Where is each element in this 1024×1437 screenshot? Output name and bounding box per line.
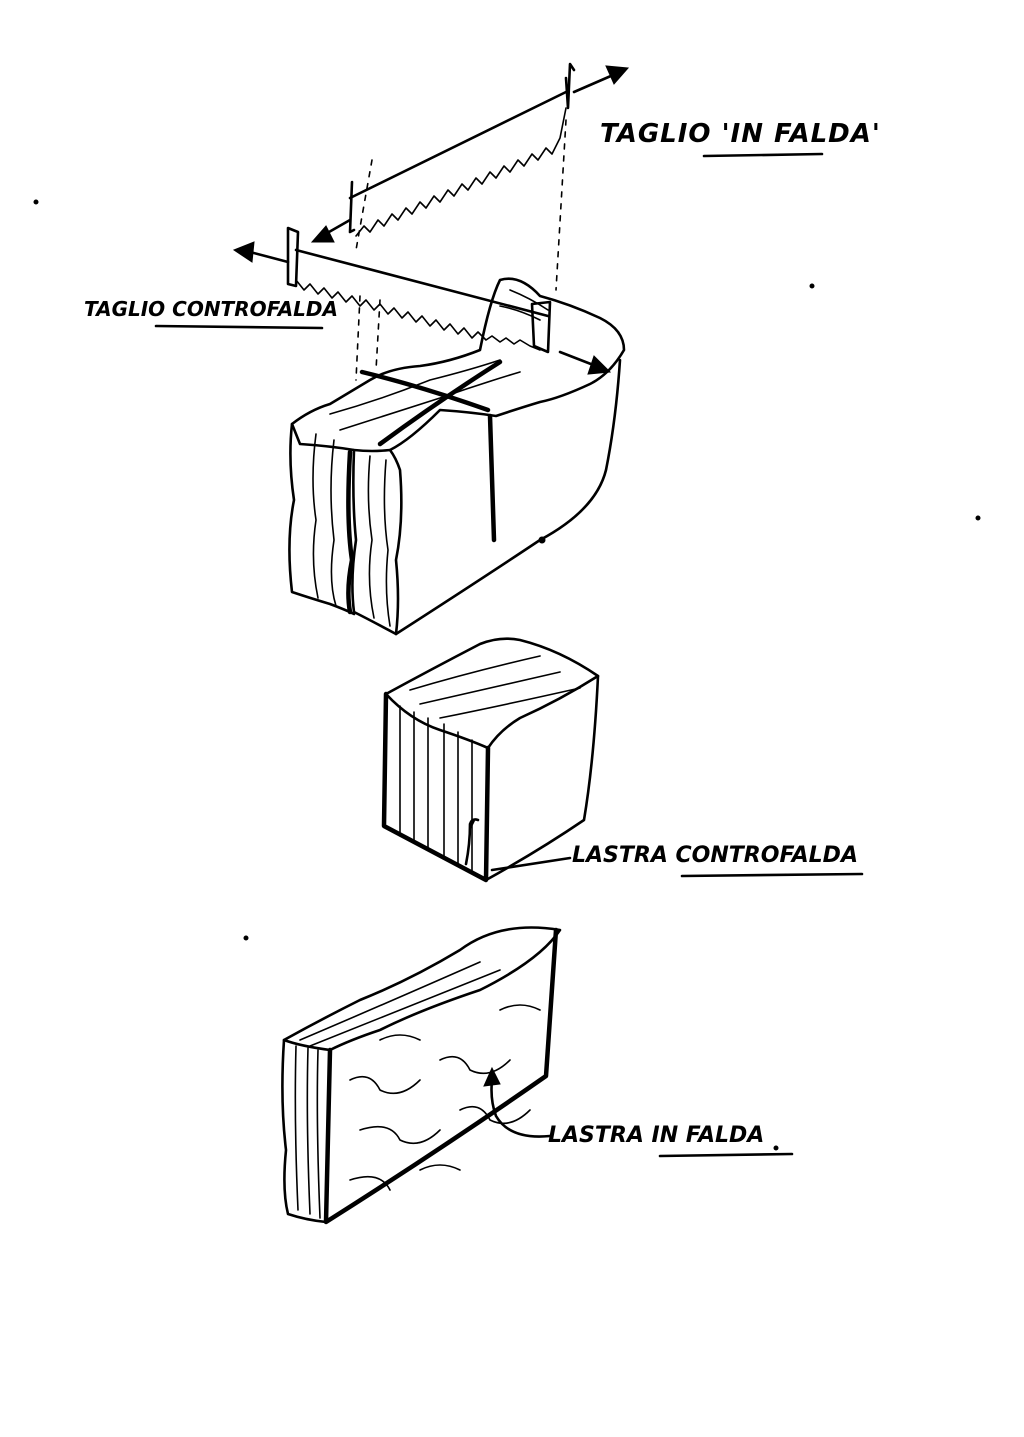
label-underlined: IN FALDA [731,119,872,149]
label-underlined: CONTROFALDA [676,843,858,868]
label-underlined: IN FALDA [652,1123,765,1148]
label-taglio-in-falda: TAGLIO 'IN FALDA' [600,119,881,158]
slab-in-falda [281,926,562,1225]
svg-text:TAGLIO CONTROFALDA: TAGLIO CONTROFALDA [84,297,338,321]
label-lastra-controfalda: LASTRA CONTROFALDA [572,843,864,878]
paper-specks [33,199,981,1151]
guide-lines [355,119,567,381]
label-lastra-in-falda: LASTRA IN FALDA [548,1123,794,1158]
stone-block-cut [288,277,626,636]
label-taglio-controfalda: TAGLIO CONTROFALDA [84,297,338,330]
svg-text:TAGLIO 'IN FALDA': TAGLIO 'IN FALDA' [600,119,881,149]
label-suffix: ' [872,119,881,149]
label-prefix: LASTRA [572,843,676,868]
slab-contro-falda [381,637,600,883]
label-prefix: TAGLIO ' [600,119,731,149]
label-prefix: TAGLIO [84,297,172,321]
svg-text:LASTRA IN FALDA: LASTRA IN FALDA [548,1123,764,1148]
label-underlined: CONTROFALDA [172,297,338,321]
svg-text:LASTRA CONTROFALDA: LASTRA CONTROFALDA [572,843,858,868]
saw-in-falda [310,62,630,243]
label-prefix: LASTRA [548,1123,652,1148]
saw-contro-falda [232,226,612,375]
